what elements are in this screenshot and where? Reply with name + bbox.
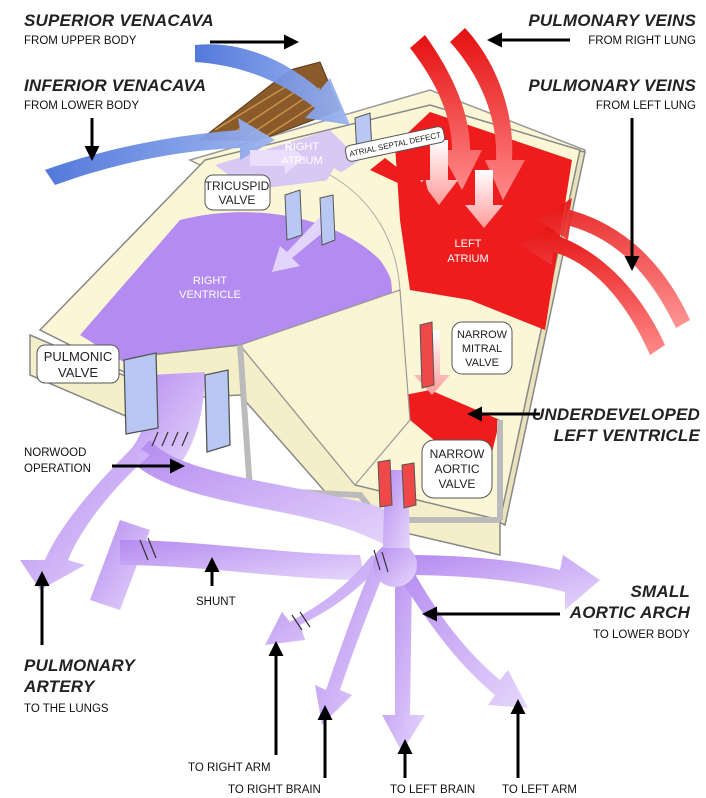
norwood-line2: OPERATION [24, 463, 91, 475]
right-atrium-line1: RIGHT [285, 141, 320, 153]
pulmonary-veins-right-title: PULMONARY VEINS [528, 11, 696, 30]
right-ventricle-line2: VENTRICLE [179, 289, 241, 301]
tricuspid-valve-door-left [285, 190, 302, 240]
to-left-arm-label: TO LEFT ARM [502, 784, 577, 796]
narrow-mitral-line2: MITRAL [462, 343, 502, 355]
narrow-aortic-line2: AORTIC [434, 462, 479, 476]
narrow-mitral-line1: NARROW [457, 329, 508, 341]
small-aortic-arch-line1: SMALL [630, 582, 690, 601]
pulmonic-valve-door-left [124, 353, 158, 434]
narrow-mitral-line3: VALVE [465, 357, 499, 369]
aortic-valve-door-right [402, 463, 416, 508]
superior-vena-cava-sub: FROM UPPER BODY [24, 35, 137, 47]
aortic-valve-door-left [378, 460, 392, 507]
narrow-aortic-line3: VALVE [439, 477, 476, 491]
right-ventricle-line1: RIGHT [193, 275, 228, 287]
pulmonic-valve-door-right [205, 370, 230, 452]
shunt-label: SHUNT [196, 596, 236, 608]
right-atrium-line2: ATRIUM [281, 155, 322, 167]
pulmonic-valve-line1: PULMONIC [44, 349, 113, 364]
to-right-arm-label: TO RIGHT ARM [188, 762, 271, 774]
tricuspid-valve-line1: TRICUSPID [205, 179, 270, 193]
to-left-brain-label: TO LEFT BRAIN [390, 784, 475, 796]
small-aortic-arch-sub: TO LOWER BODY [593, 629, 690, 641]
underdeveloped-lv-line1: UNDERDEVELOPED [532, 405, 700, 424]
pulmonary-artery-line2: ARTERY [23, 677, 96, 696]
superior-vena-cava-title: SUPERIOR VENACAVA [24, 11, 214, 30]
left-atrium-line1: LEFT [455, 238, 482, 250]
pulmonary-veins-left-title: PULMONARY VEINS [528, 76, 696, 95]
underdeveloped-lv-line2: LEFT VENTRICLE [554, 426, 701, 445]
inferior-vena-cava-sub: FROM LOWER BODY [24, 100, 139, 112]
pulmonary-veins-left-sub: FROM LEFT LUNG [596, 100, 696, 112]
tricuspid-valve-door-right [320, 195, 335, 245]
tricuspid-valve-line2: VALVE [219, 193, 256, 207]
small-aortic-arch-line2: AORTIC ARCH [569, 603, 691, 622]
narrow-aortic-line1: NARROW [430, 447, 485, 461]
inferior-vena-cava-title: INFERIOR VENACAVA [24, 76, 206, 95]
pulmonary-veins-right-sub: FROM RIGHT LUNG [588, 35, 696, 47]
to-right-brain-label: TO RIGHT BRAIN [228, 784, 321, 796]
pulmonary-artery-sub: TO THE LUNGS [24, 703, 109, 715]
norwood-line1: NORWOOD [24, 447, 86, 459]
left-atrium-line2: ATRIUM [447, 253, 488, 265]
mitral-valve-door [420, 322, 434, 388]
pulmonic-valve-line2: VALVE [58, 365, 98, 380]
pulmonary-artery-line1: PULMONARY [24, 656, 137, 675]
